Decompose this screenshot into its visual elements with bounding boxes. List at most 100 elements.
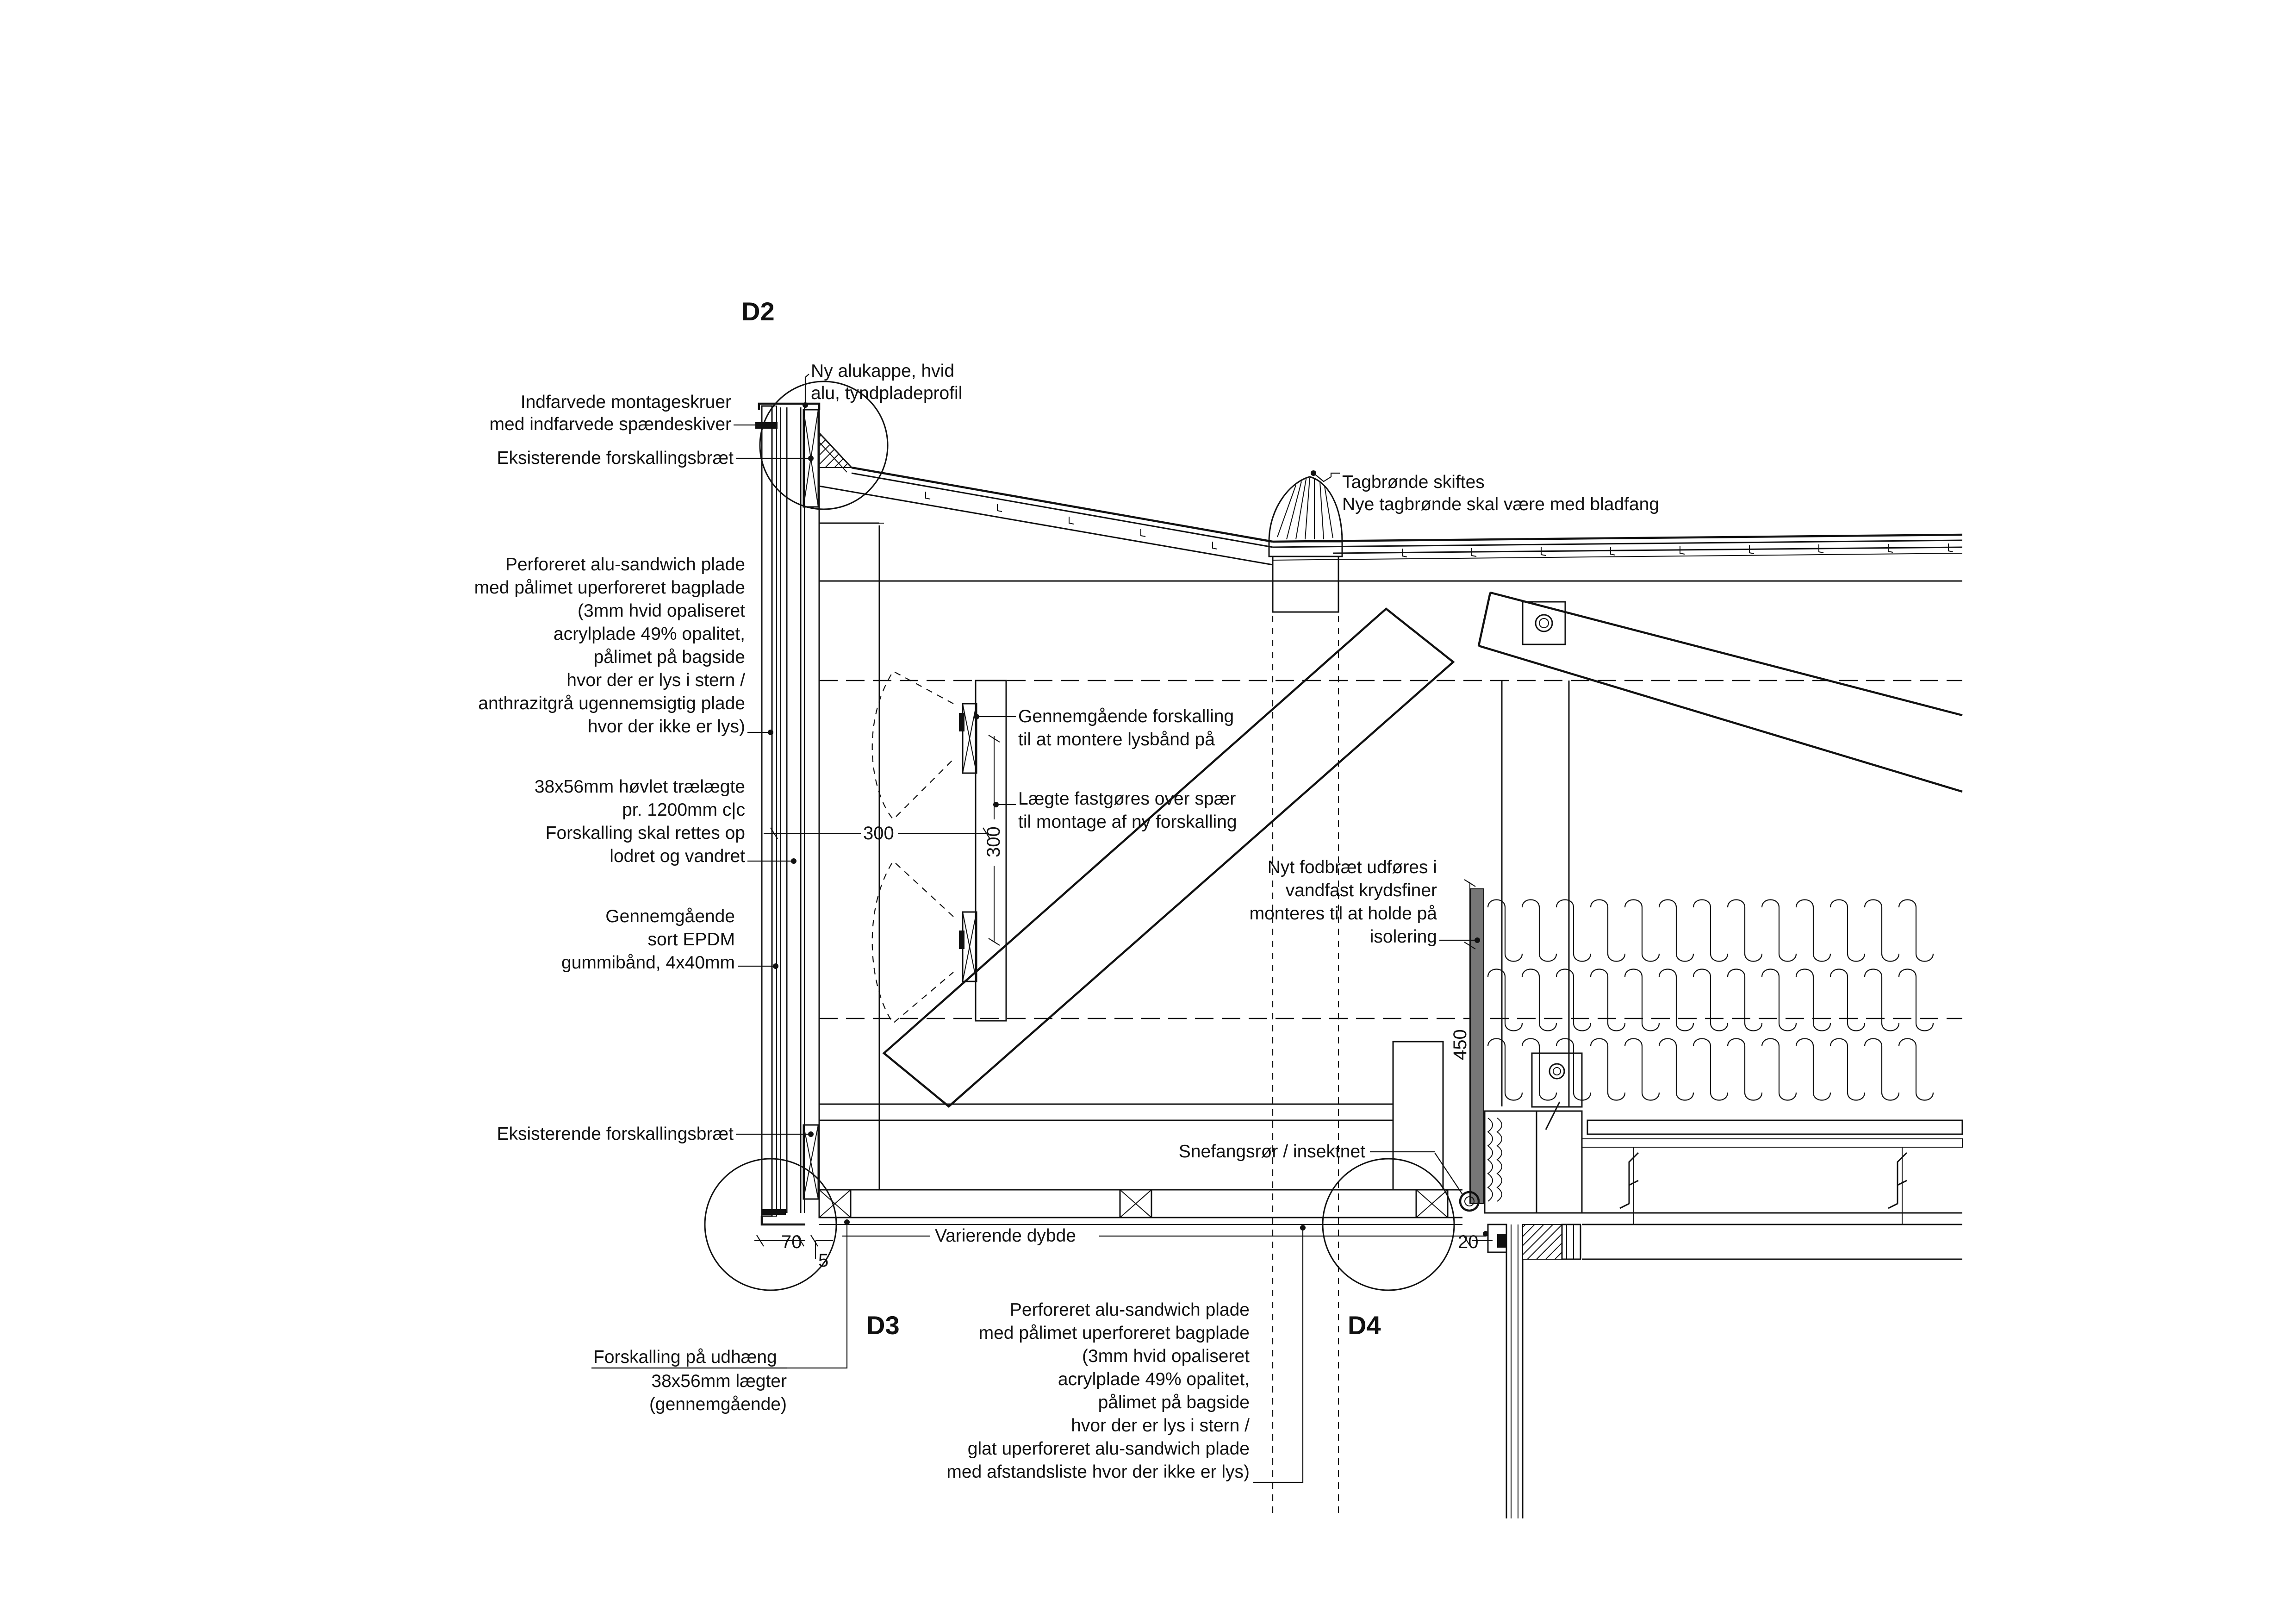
roof-drain <box>1268 476 1343 1518</box>
detail-circle-d3 <box>704 1158 837 1291</box>
label-epdm-3: gummibånd, 4x40mm <box>561 953 735 973</box>
diagonal-brace <box>882 607 1455 1108</box>
dim-5: 5 <box>818 1250 828 1271</box>
label-udhaeng-2: (gennemgående) <box>649 1394 787 1414</box>
dimension-texts: 300 300 70 5 450 20 <box>781 823 1479 1271</box>
insulation-loop <box>1487 968 1523 1031</box>
insulation-loop <box>1829 968 1866 1031</box>
detail-marker-d3: D3 <box>866 1311 900 1340</box>
insulation-loop <box>1487 1038 1523 1101</box>
detail-marker-d2: D2 <box>741 297 775 326</box>
insulation-loop <box>1898 899 1934 962</box>
label-udhaeng-title: Forskalling på udhæng <box>593 1347 777 1367</box>
label-gennemgaaende-forskalling-1: Gennemgående forskalling <box>1018 706 1234 726</box>
label-alu-sandwich-left-2: med pålimet uperforeret bagplade <box>474 578 745 598</box>
insulation-loop <box>1692 1038 1729 1101</box>
insulation-loop <box>1795 968 1831 1031</box>
insulation-loop <box>1727 899 1763 962</box>
insulation-loop <box>1829 899 1866 962</box>
dim-450: 450 <box>1450 1029 1470 1060</box>
roof-slope <box>818 431 1273 566</box>
insulation-loop <box>1487 899 1523 962</box>
insulation-loop <box>1864 968 1900 1031</box>
insulation-loop <box>1556 968 1592 1031</box>
label-fodbraet-4: isolering <box>1370 927 1437 947</box>
detail-circle-d4 <box>1322 1158 1455 1291</box>
label-fodbraet-2: vandfast krydsfiner <box>1286 881 1437 900</box>
label-alu-sandwich-left-3: (3mm hvid opaliseret <box>578 601 745 621</box>
label-laegte-spaer-1: Lægte fastgøres over spær <box>1018 789 1236 809</box>
label-alukappe-2: alu, tyndpladeprofil <box>811 383 962 403</box>
label-epdm-1: Gennemgående <box>605 906 735 926</box>
label-traelaegte-3: Forskalling skal rettes op <box>546 823 745 843</box>
roof-flat-right <box>1272 533 1963 561</box>
label-alukappe-1: Ny alukappe, hvid <box>811 361 954 381</box>
insulation-loop <box>1761 968 1797 1031</box>
insulation-loop <box>1624 968 1660 1031</box>
insulation-loop <box>1556 899 1592 962</box>
label-alu-sandwich-bottom-3: (3mm hvid opaliseret <box>1082 1346 1250 1366</box>
detail-marker-d4: D4 <box>1348 1311 1381 1340</box>
label-alu-sandwich-left-1: Perforeret alu-sandwich plade <box>505 555 745 575</box>
label-udhaeng-1: 38x56mm lægter <box>651 1371 787 1391</box>
label-epdm-2: sort EPDM <box>647 930 735 949</box>
label-alu-sandwich-bottom-5: pålimet på bagside <box>1098 1393 1250 1412</box>
dim-300-horizontal: 300 <box>863 823 894 843</box>
insulation-loop <box>1864 899 1900 962</box>
label-traelaegte-4: lodret og vandret <box>610 846 745 866</box>
label-alu-sandwich-left-6: hvor der er lys i stern / <box>566 670 745 690</box>
insulation-loop <box>1761 899 1797 962</box>
roof-clips-left <box>925 492 1218 550</box>
insulation-loop <box>1521 968 1557 1031</box>
insulation-loop <box>1658 1038 1694 1101</box>
label-traelaegte-2: pr. 1200mm c|c <box>622 800 745 820</box>
label-fodbraet-1: Nyt fodbræt udføres i <box>1268 857 1437 877</box>
label-eksist-forskalling-top: Eksisterende forskallingsbræt <box>497 448 734 468</box>
label-varierende: Varierende dybde <box>935 1226 1076 1246</box>
insulation-loop <box>1795 899 1831 962</box>
label-laegte-spaer-2: til montage af ny forskalling <box>1018 812 1237 832</box>
insulation-loop <box>1556 1038 1592 1101</box>
insulation-loop <box>1590 968 1626 1031</box>
insulation-loop <box>1898 1038 1934 1101</box>
label-alu-sandwich-bottom-1: Perforeret alu-sandwich plade <box>1010 1300 1250 1320</box>
label-alu-sandwich-bottom-2: med pålimet uperforeret bagplade <box>979 1323 1250 1343</box>
label-alu-sandwich-bottom-6: hvor der er lys i stern / <box>1071 1416 1250 1436</box>
label-alu-sandwich-bottom-8: med afstandsliste hvor der ikke er lys) <box>946 1462 1250 1482</box>
rafter <box>1477 591 1963 1106</box>
insulation-loop <box>1727 1038 1763 1101</box>
wall-detail <box>1392 888 1963 1518</box>
insulation-loop <box>1624 1038 1660 1101</box>
insulation-loop <box>1590 1038 1626 1101</box>
detail-circle-d2 <box>759 381 889 510</box>
fascia-panel <box>755 402 821 1226</box>
insulation-loop <box>1727 968 1763 1031</box>
label-montageskruer-1: Indfarvede montageskruer <box>521 392 731 412</box>
label-montageskruer-2: med indfarvede spændeskiver <box>490 414 731 434</box>
leader-lines <box>591 374 1488 1483</box>
dimension-lines <box>754 735 1493 1259</box>
label-alu-sandwich-bottom-4: acrylplade 49% opalitet, <box>1058 1369 1250 1389</box>
label-tagbronde-1: Tagbrønde skiftes <box>1342 472 1485 492</box>
insulation-loop <box>1624 899 1660 962</box>
label-snefang: Snefangsrør / insektnet <box>1179 1142 1365 1162</box>
insulation-loop <box>1795 1038 1831 1101</box>
label-alu-sandwich-left-5: pålimet på bagside <box>594 647 745 667</box>
label-eksist-forskalling-bottom: Eksisterende forskallingsbræt <box>497 1124 734 1144</box>
label-alu-sandwich-left-8: hvor der ikke er lys) <box>588 717 745 737</box>
insulation-loop <box>1658 968 1694 1031</box>
label-alu-sandwich-bottom-7: glat uperforeret alu-sandwich plade <box>968 1439 1250 1459</box>
insulation-loop <box>1658 899 1694 962</box>
dim-20: 20 <box>1458 1232 1479 1252</box>
insulation-loop <box>1864 1038 1900 1101</box>
label-traelaegte-1: 38x56mm høvlet trælægte <box>535 777 745 797</box>
dim-70: 70 <box>781 1232 802 1252</box>
insulation-loop <box>1521 1038 1557 1101</box>
label-tagbronde-2: Nye tagbrønde skal være med bladfang <box>1342 494 1659 514</box>
labels: Ny alukappe, hvid alu, tyndpladeprofil I… <box>474 361 1659 1482</box>
insulation-loop <box>1692 899 1729 962</box>
label-alu-sandwich-left-7: anthrazitgrå ugennemsigtig plade <box>478 693 745 713</box>
roof-clips-right <box>1402 543 1954 557</box>
insulation-loop <box>1898 968 1934 1031</box>
